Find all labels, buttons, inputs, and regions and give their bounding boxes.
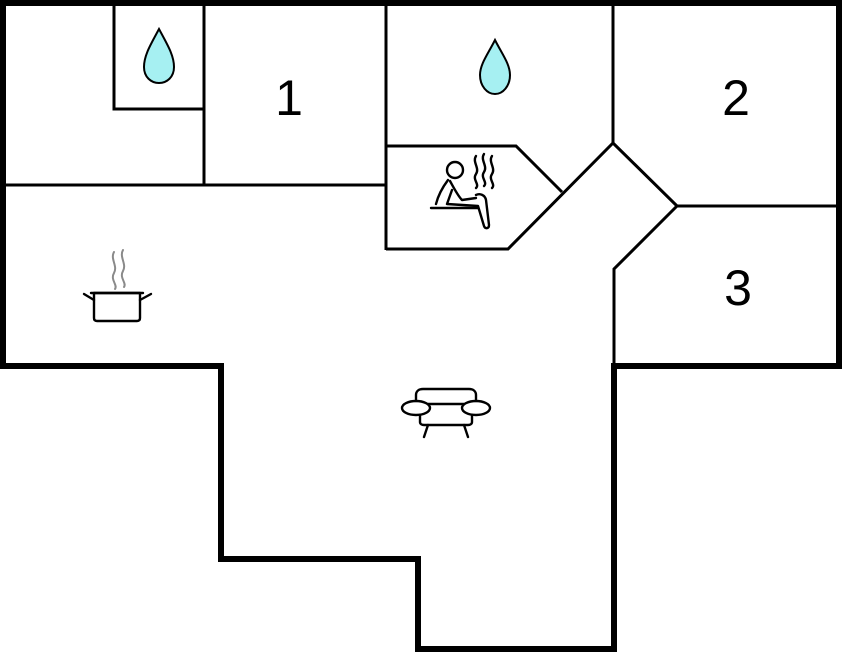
room-number-2: 2 xyxy=(722,70,750,126)
sauna-icon xyxy=(429,152,495,230)
interior-walls xyxy=(3,3,839,366)
water-drop-icon xyxy=(142,26,176,85)
room-number-1: 1 xyxy=(275,70,303,126)
sofa-icon xyxy=(400,387,492,439)
water-drop-icon xyxy=(478,37,512,96)
room-number-3: 3 xyxy=(724,260,752,316)
cooking-pot-icon xyxy=(82,249,153,323)
